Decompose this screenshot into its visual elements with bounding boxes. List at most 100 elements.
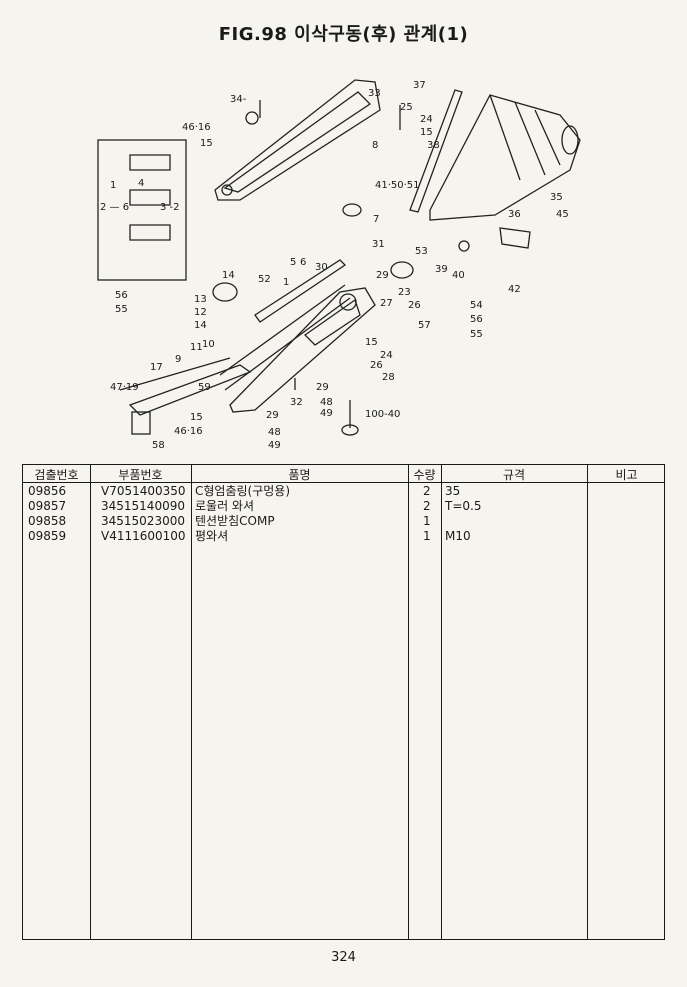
row-1-spec: 35 [445, 484, 461, 498]
svg-text:53: 53 [415, 246, 428, 257]
row-2-part: 34515140090 [101, 499, 185, 513]
svg-text:1: 1 [110, 180, 116, 191]
svg-text:56: 56 [470, 314, 483, 325]
row-1-part: V7051400350 [101, 484, 186, 498]
svg-text:25: 25 [400, 102, 413, 113]
svg-text:24: 24 [380, 350, 393, 361]
parts-table-header [23, 465, 664, 483]
svg-text:12: 12 [194, 307, 207, 318]
svg-text:29: 29 [316, 382, 329, 393]
svg-text:3 -2: 3 -2 [160, 202, 180, 213]
svg-text:23: 23 [398, 287, 411, 298]
header-part-no: 부품번호 [118, 468, 163, 482]
svg-text:45: 45 [556, 209, 569, 220]
svg-text:15: 15 [190, 412, 203, 423]
header-detection-no: 검출번호 [34, 468, 79, 482]
svg-text:29: 29 [266, 410, 279, 421]
svg-text:32: 32 [290, 397, 303, 408]
svg-text:49: 49 [320, 408, 333, 419]
svg-text:46·16: 46·16 [174, 426, 203, 437]
svg-text:59: 59 [198, 382, 211, 393]
svg-text:48: 48 [268, 427, 281, 438]
svg-text:29: 29 [376, 270, 389, 281]
row-2-name: 로울러 와셔 [195, 499, 255, 513]
row-1-name: C형엄춤링(구멍용) [195, 484, 291, 498]
svg-text:9: 9 [175, 354, 181, 365]
svg-text:15: 15 [200, 138, 213, 149]
column-divider [191, 465, 192, 939]
header-spec: 규격 [502, 468, 526, 482]
svg-text:58: 58 [152, 440, 165, 451]
svg-text:42: 42 [508, 284, 521, 295]
column-divider [441, 465, 442, 939]
svg-text:14: 14 [222, 270, 235, 281]
row-2-qty: 2 [423, 499, 431, 513]
row-3-qty: 1 [423, 514, 431, 528]
row-1-qty: 2 [423, 484, 431, 498]
column-divider [408, 465, 409, 939]
row-4-spec: M10 [445, 529, 471, 543]
svg-text:38: 38 [427, 140, 440, 151]
svg-text:39: 39 [435, 264, 448, 275]
svg-text:26: 26 [408, 300, 421, 311]
svg-text:14: 14 [194, 320, 207, 331]
row-3-no: 09858 [28, 514, 67, 528]
svg-text:40: 40 [452, 270, 465, 281]
svg-text:17: 17 [150, 362, 163, 373]
svg-text:30: 30 [315, 262, 328, 273]
svg-text:46·16: 46·16 [182, 122, 211, 133]
svg-text:55: 55 [115, 304, 128, 315]
svg-text:7: 7 [373, 214, 379, 225]
svg-text:2 — 6: 2 — 6 [100, 202, 129, 213]
header-part-name: 품명 [288, 468, 311, 482]
header-quantity: 수량 [413, 468, 436, 482]
svg-text:15: 15 [420, 127, 433, 138]
column-divider [587, 465, 588, 939]
svg-text:13: 13 [194, 294, 207, 305]
svg-text:10: 10 [202, 339, 215, 350]
row-4-name: 평와셔 [195, 529, 229, 543]
svg-text:28: 28 [382, 372, 395, 383]
svg-text:33: 33 [368, 88, 381, 99]
svg-text:24: 24 [420, 114, 433, 125]
svg-text:41·50·51: 41·50·51 [375, 180, 420, 191]
svg-text:15: 15 [365, 337, 378, 348]
svg-text:100-40: 100-40 [365, 409, 400, 420]
svg-text:4: 4 [138, 178, 144, 189]
svg-text:11: 11 [190, 342, 203, 353]
svg-text:52: 52 [258, 274, 271, 285]
page-number: 324 [331, 950, 356, 965]
svg-text:48: 48 [320, 397, 333, 408]
row-4-part: V4111600100 [101, 529, 186, 543]
row-2-spec: T=0.5 [445, 499, 482, 513]
row-4-qty: 1 [423, 529, 431, 543]
svg-text:8: 8 [372, 140, 378, 151]
svg-text:56: 56 [115, 290, 128, 301]
header-remarks: 비고 [615, 468, 638, 482]
row-1-no: 09856 [28, 484, 67, 498]
svg-text:6: 6 [300, 257, 306, 268]
svg-text:49: 49 [268, 440, 281, 451]
svg-text:35: 35 [550, 192, 563, 203]
svg-text:26: 26 [370, 360, 383, 371]
svg-text:34-: 34- [230, 94, 247, 105]
svg-text:47·19: 47·19 [110, 382, 139, 393]
svg-text:36: 36 [508, 209, 521, 220]
row-3-part: 34515023000 [101, 514, 185, 528]
row-2-no: 09857 [28, 499, 67, 513]
row-3-name: 텐션받침COMP [195, 514, 275, 528]
svg-text:5: 5 [290, 257, 296, 268]
svg-text:31: 31 [372, 239, 385, 250]
svg-text:1: 1 [283, 277, 289, 288]
column-divider [90, 465, 91, 939]
figure-title: FIG.98 이삭구동(후) 관계(1) [218, 24, 469, 45]
svg-text:57: 57 [418, 320, 431, 331]
parts-table: 검출번호 부품번호 품명 수량 규격 비고 09856 V7051400350 … [22, 464, 665, 940]
svg-text:54: 54 [470, 300, 483, 311]
row-4-no: 09859 [28, 529, 67, 543]
svg-text:37: 37 [413, 80, 426, 91]
svg-text:55: 55 [470, 329, 483, 340]
svg-text:27: 27 [380, 298, 393, 309]
